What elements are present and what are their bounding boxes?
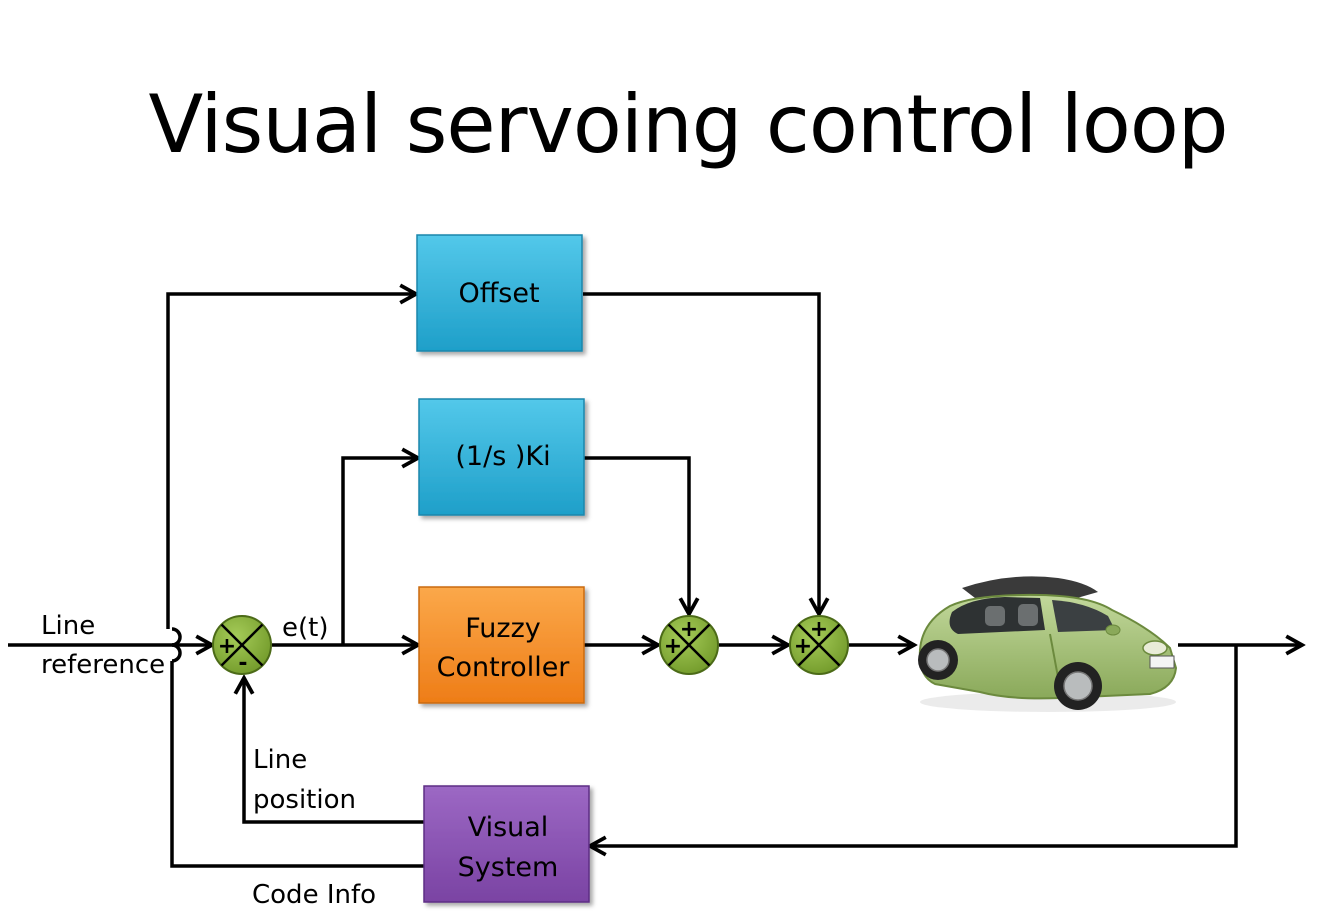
visual-label-line1: Visual: [468, 812, 549, 843]
integrator-block: (1/s )Ki: [418, 398, 585, 516]
line-reference-label-2: reference: [41, 650, 165, 680]
visual-system-block: Visual System: [423, 785, 590, 903]
line-position-label-2: position: [253, 785, 356, 815]
integrator-label: (1/s )Ki: [455, 441, 550, 472]
summer-2: + +: [659, 615, 719, 675]
fuzzy-label-line2: Controller: [437, 652, 571, 683]
jump-arc-top: [171, 627, 182, 647]
code-info-line: [170, 661, 424, 868]
summer-1-minus: -: [238, 651, 247, 676]
code-info-label: Code Info: [252, 880, 376, 910]
summer-1-plus: +: [218, 634, 236, 659]
feedback-to-visual: [590, 645, 1238, 846]
offset-block: Offset: [416, 234, 583, 352]
summer-2-left-plus: +: [664, 634, 682, 659]
car-icon: [918, 576, 1178, 712]
error-to-integrator: [341, 458, 418, 645]
summer-3-left-plus: +: [794, 634, 812, 659]
summer-3-top-plus: +: [810, 617, 828, 642]
line-position-label-1: Line: [253, 745, 307, 775]
summer-3: + +: [789, 615, 849, 675]
reference-to-offset: [166, 294, 416, 629]
offset-to-sum3: [583, 292, 819, 614]
wires: [8, 292, 1302, 868]
line-position-to-sum1: [244, 678, 424, 824]
fuzzy-controller-block: Fuzzy Controller: [418, 586, 585, 704]
offset-label: Offset: [458, 278, 539, 309]
summer-1: + -: [212, 615, 272, 676]
line-reference-label-1: Line: [41, 611, 95, 641]
integrator-to-sum2: [584, 456, 689, 614]
error-label: e(t): [282, 613, 328, 643]
visual-label-line2: System: [458, 852, 559, 883]
fuzzy-label-line1: Fuzzy: [465, 613, 541, 644]
page-title: Visual servoing control loop: [148, 78, 1228, 171]
summer-2-top-plus: +: [680, 617, 698, 642]
